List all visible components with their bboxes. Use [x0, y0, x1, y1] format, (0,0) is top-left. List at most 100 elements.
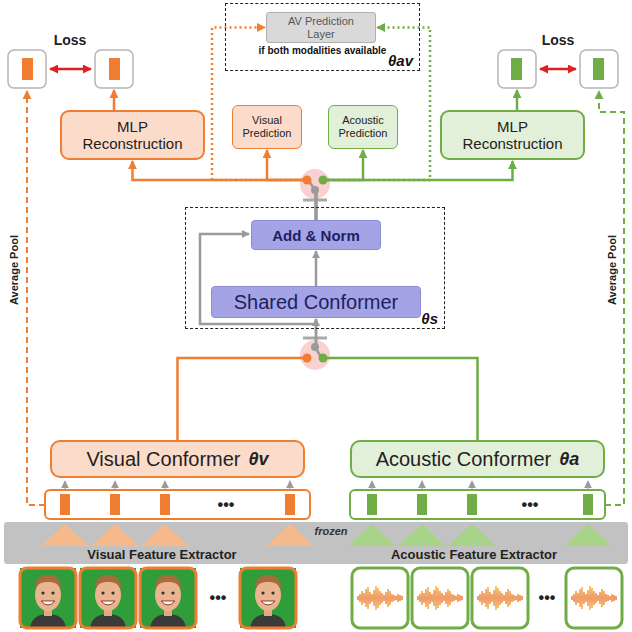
- connector: [316, 28, 430, 221]
- connector-line: [315, 192, 318, 220]
- feature-arrow: [164, 481, 166, 489]
- node-text: frozen: [304, 525, 358, 537]
- extractor-band: [4, 522, 628, 564]
- feature-row: [45, 490, 310, 519]
- switch-symbol: [303, 354, 312, 363]
- feature-arrow: [114, 481, 116, 489]
- loss-box: [8, 50, 46, 88]
- connector-line: [315, 192, 318, 220]
- group-box: if both modalities availableθavAV Predic…: [225, 3, 420, 71]
- switch-symbol: [300, 169, 330, 370]
- waveform-frame: [478, 586, 522, 610]
- conformer-box: Acoustic Conformer θa: [350, 440, 605, 478]
- connector-line: [323, 161, 513, 180]
- connector-line: [267, 150, 307, 180]
- feature-row: [160, 494, 170, 515]
- node-text: Shared Conformer: [234, 291, 399, 314]
- feature-row: [583, 494, 593, 515]
- annotation-label: Average Pool: [8, 235, 20, 305]
- node-text: θav: [388, 52, 413, 69]
- average-pool-wire: [27, 91, 45, 505]
- feature-row: [45, 490, 605, 519]
- face-frame: [20, 568, 76, 628]
- prediction-box: Visual Prediction: [232, 105, 302, 149]
- loss-arrow: [50, 69, 576, 70]
- feature-row: [350, 490, 605, 519]
- loss-arrow: [540, 68, 576, 71]
- waveform-frame: [412, 568, 468, 628]
- average-pool-wire: [27, 91, 624, 505]
- loss-box: [95, 50, 133, 88]
- node-text: Acoustic Conformer: [376, 448, 552, 471]
- ellipsis-mark: •••: [218, 496, 235, 514]
- extractor-band: [4, 522, 628, 564]
- face-frame: [240, 568, 296, 628]
- norm-box: Add & Norm: [251, 220, 381, 250]
- connector: [316, 251, 317, 286]
- connector-line: [315, 192, 318, 220]
- waveform-frame: [352, 568, 408, 628]
- waveform-frame: [418, 586, 462, 610]
- reconstruction-wire: [516, 90, 519, 110]
- feature-row: [285, 494, 295, 515]
- reconstruction-wire: [114, 90, 517, 110]
- node-text: MLP Reconstruction: [68, 118, 197, 153]
- face-frame: [140, 568, 196, 628]
- connector-line: [178, 358, 304, 440]
- feature-row: [110, 494, 120, 515]
- connector-line: [315, 192, 318, 220]
- loss-box: [580, 50, 618, 88]
- node-text: θa: [559, 449, 579, 470]
- loss-arrow: [50, 68, 91, 71]
- feature-arrow: [64, 481, 66, 489]
- prediction-box: Acoustic Prediction: [328, 105, 398, 149]
- ellipsis-mark: •••: [210, 589, 227, 607]
- waveform-frame: [352, 568, 622, 628]
- connector-line: [315, 319, 318, 347]
- waveform-frame: [566, 568, 622, 628]
- node-text: Visual Conformer: [86, 448, 240, 471]
- feature-arrow: [289, 481, 291, 489]
- loss-box: [22, 58, 33, 80]
- loss-box: [593, 58, 604, 80]
- reconstruction-box: MLP Reconstruction: [440, 110, 585, 160]
- face-frame: [80, 568, 136, 628]
- reconstruction-wire: [113, 90, 116, 110]
- feature-arrow: [371, 481, 373, 489]
- connector-line: [315, 192, 318, 220]
- face-frame: [240, 568, 296, 628]
- connector: [316, 150, 363, 220]
- node-text: AV Prediction Layer: [273, 15, 369, 40]
- prediction-layer-box: AV Prediction Layer: [266, 12, 376, 43]
- face-frame: [20, 568, 76, 628]
- extractor-band: [348, 524, 612, 546]
- annotation-label: Average Pool: [606, 235, 618, 305]
- node-text: Visual Feature Extractor: [4, 547, 320, 562]
- feature-arrow: [65, 481, 588, 489]
- extractor-band: frozenVisual Feature ExtractorAcoustic F…: [4, 522, 628, 564]
- annotation-label: Loss: [542, 32, 575, 48]
- feature-row: [417, 494, 427, 515]
- waveform-frame: [572, 586, 616, 610]
- connector: [212, 28, 316, 221]
- feature-row: [467, 494, 477, 515]
- connector: [267, 150, 316, 220]
- loss-box: [498, 50, 536, 88]
- connector-line: [133, 161, 308, 180]
- feature-row: [367, 494, 377, 515]
- node-text: θs: [421, 310, 438, 327]
- face-frame: [20, 568, 296, 628]
- reconstruction-box: MLP Reconstruction: [60, 110, 205, 160]
- node-text: Visual Prediction: [236, 114, 298, 139]
- node-text: Acoustic Prediction: [332, 114, 394, 139]
- connector: [316, 319, 478, 440]
- connector-line: [315, 319, 318, 347]
- loss-box: [511, 58, 522, 80]
- group-box: θs Add & NormShared Conformer: [185, 207, 445, 329]
- node-text: MLP Reconstruction: [448, 118, 577, 153]
- waveform-frame: [358, 586, 402, 610]
- face-frame: [80, 568, 136, 628]
- connector: [133, 161, 317, 220]
- connector-line: [323, 150, 363, 180]
- connector: [316, 161, 513, 220]
